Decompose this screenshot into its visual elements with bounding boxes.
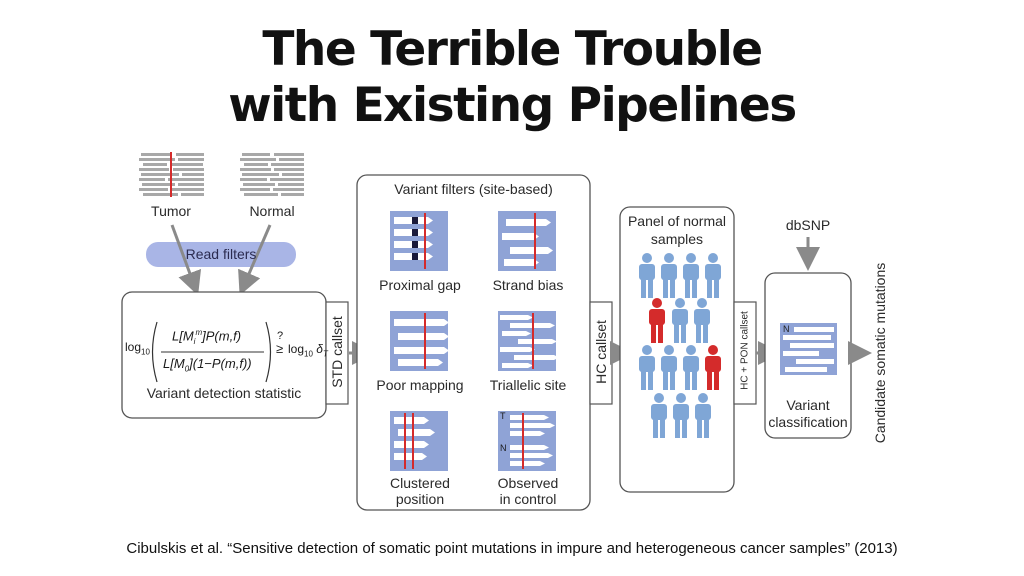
person-icon-red	[705, 345, 721, 390]
person-icon	[705, 253, 721, 298]
clustered-position-icon	[390, 411, 448, 471]
filter-label-poor-mapping: Poor mapping	[376, 377, 464, 393]
filter-label-triallelic-site: Triallelic site	[489, 377, 567, 393]
normal-label: Normal	[249, 203, 295, 219]
title-line-1: The Terrible Trouble	[262, 22, 763, 77]
detection-label: Variant detection statistic	[146, 385, 302, 401]
formula-denominator: L[M0](1−P(m,f))	[163, 356, 252, 374]
variant-filters-heading: Variant filters (site-based)	[394, 181, 553, 197]
classification-n-label: N	[783, 324, 790, 334]
person-icon	[639, 345, 655, 390]
proximal-gap-icon	[390, 211, 448, 271]
page-title: The Terrible Trouble with Existing Pipel…	[0, 22, 1024, 134]
person-icon	[661, 345, 677, 390]
person-icon	[673, 393, 689, 438]
title-line-2: with Existing Pipelines	[228, 78, 797, 133]
person-icon	[672, 298, 688, 343]
std-callset-label: STD callset	[329, 316, 345, 388]
formula-question: ?	[277, 330, 284, 342]
formula-rhs: log10 δT	[288, 342, 328, 359]
tumor-reads-icon	[139, 152, 205, 197]
formula-log: log10	[125, 340, 150, 357]
person-icon	[694, 298, 710, 343]
person-icon	[695, 393, 711, 438]
person-icon	[639, 253, 655, 298]
classification-reads-icon	[780, 323, 837, 375]
hc-pon-callset-label: HC + PON callset	[739, 311, 751, 390]
formula-numerator: L[Mim]P(m,f)	[172, 328, 242, 346]
filter-label-proximal-gap: Proximal gap	[379, 277, 461, 293]
hc-callset-label: HC callset	[593, 320, 609, 384]
strand-bias-icon	[498, 211, 556, 271]
citation: Cibulskis et al. “Sensitive detection of…	[126, 540, 898, 557]
read-filters-label: Read filters	[185, 246, 257, 262]
filter-label-strand-bias: Strand bias	[492, 277, 564, 293]
formula-relation: ≥	[276, 341, 284, 356]
person-icon	[683, 345, 699, 390]
person-icon	[661, 253, 677, 298]
normal-reads-icon	[240, 153, 304, 196]
dbsnp-label: dbSNP	[785, 217, 831, 233]
triallelic-site-icon	[498, 311, 559, 371]
person-icon-red	[649, 298, 665, 343]
observed-t-label: T	[500, 411, 506, 421]
person-icon	[683, 253, 699, 298]
observed-n-label: N	[500, 443, 507, 453]
output-label: Candidate somatic mutations	[872, 262, 888, 444]
poor-mapping-icon	[390, 311, 449, 371]
tumor-label: Tumor	[151, 203, 191, 219]
person-icon	[651, 393, 667, 438]
std-callset-box	[325, 301, 349, 405]
observed-in-control-icon	[498, 411, 556, 471]
